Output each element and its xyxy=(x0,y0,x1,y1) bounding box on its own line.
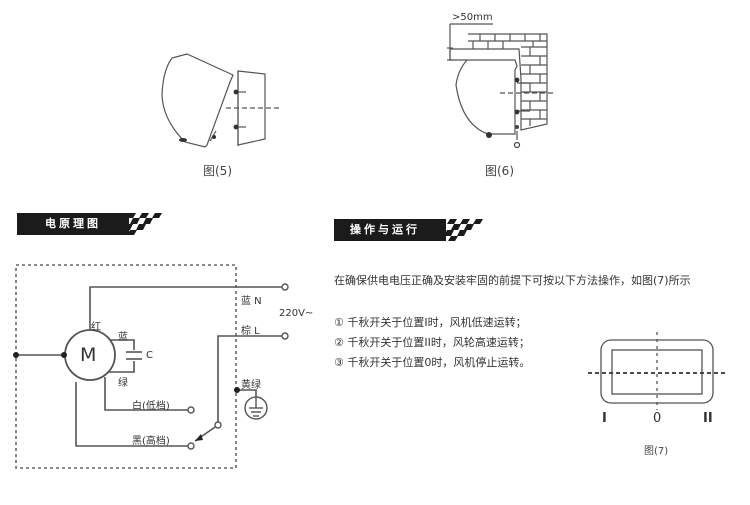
wire-yellow-green-label: 黄绿 xyxy=(241,380,261,391)
wire-green-cap-label: 绿 xyxy=(118,378,128,389)
wall-distance-dimension: >50mm xyxy=(452,12,493,23)
operation-step: ② 千秋开关于位置II时，风轮高速运转； xyxy=(334,336,530,349)
enclosure-boundary xyxy=(15,264,237,469)
switch-pivot xyxy=(214,421,222,429)
wire-red-label: 红 xyxy=(91,322,101,333)
section-title-schematic: 电原理图 xyxy=(45,217,101,230)
capacitor-label: C xyxy=(146,350,153,361)
section-title-operation: 操作与运行 xyxy=(350,223,420,236)
switch-arrow-icon xyxy=(195,434,203,441)
wire-black-high-label: 黑(高档) xyxy=(132,436,170,447)
wire-blue-n-label: 蓝 N xyxy=(241,296,262,307)
section-banner-schematic: 电原理图 xyxy=(17,213,129,235)
figure-5-caption: 图(5) xyxy=(203,164,232,178)
operation-step: ① 千秋开关于位置I时，风机低速运转； xyxy=(334,316,527,329)
voltage-label: 220V~ xyxy=(279,308,314,319)
wire-blue-cap-label: 蓝 xyxy=(118,332,128,343)
ground-icon xyxy=(244,396,268,420)
switch-position-II: II xyxy=(703,411,713,426)
switch-position-0: 0 xyxy=(653,411,662,426)
section-banner-operation: 操作与运行 xyxy=(334,219,446,241)
terminal-n xyxy=(281,283,289,291)
figure-6-caption: 图(6) xyxy=(485,164,514,178)
operation-step: ③ 千秋开关于位置0时，风机停止运转。 xyxy=(334,356,531,369)
terminal-low xyxy=(187,406,195,414)
motor-label: M xyxy=(80,344,97,366)
terminal-l xyxy=(281,332,289,340)
wire-brown-l-label: 棕 L xyxy=(241,326,260,337)
terminal-high xyxy=(187,442,195,450)
operation-intro: 在确保供电电压正确及安装牢固的前提下可按以下方法操作，如图(7)所示 xyxy=(334,274,691,287)
figure-7-caption: 图(7) xyxy=(644,446,669,457)
wire-white-low-label: 白(低档) xyxy=(132,401,170,412)
switch-position-I: I xyxy=(602,411,607,426)
